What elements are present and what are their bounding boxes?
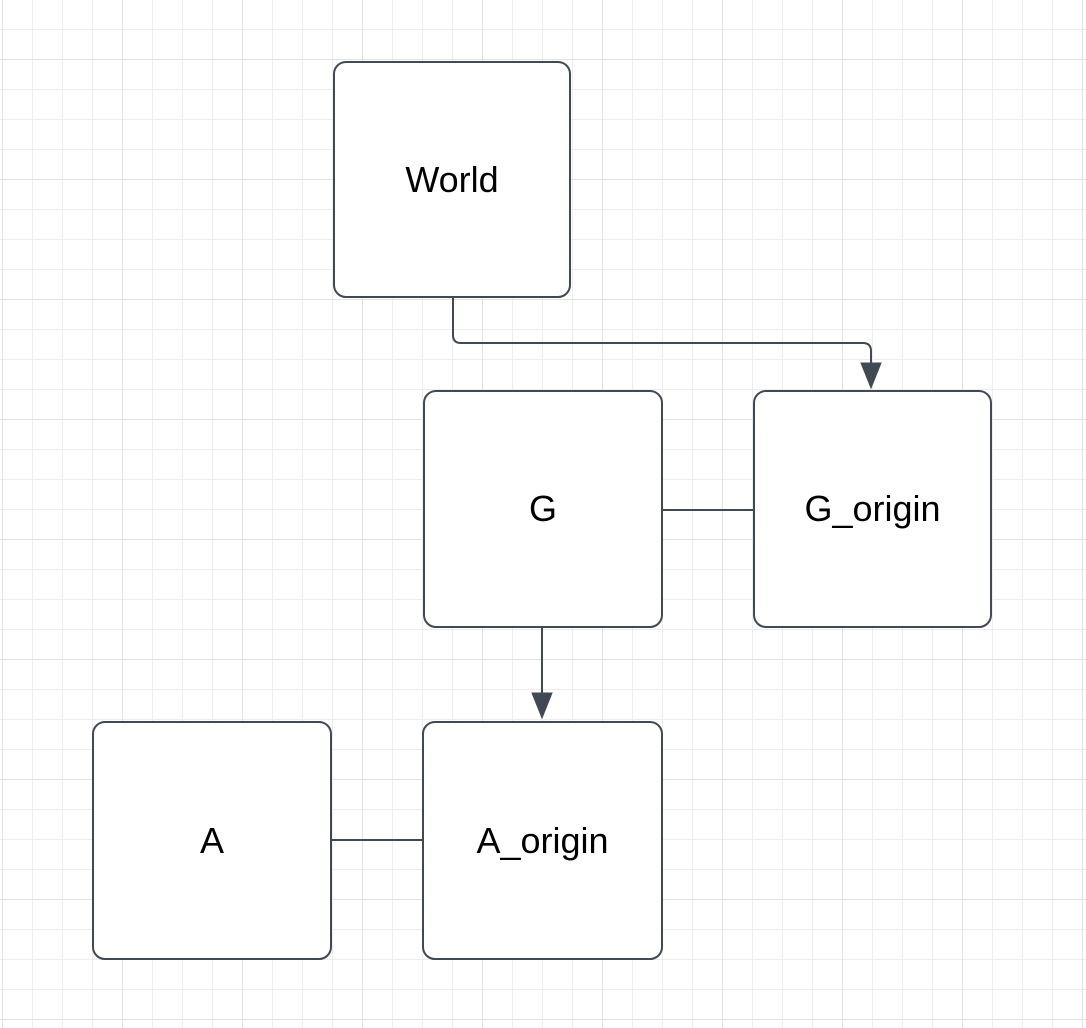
node-world[interactable]: World <box>333 61 571 298</box>
node-a-origin[interactable]: A_origin <box>422 721 663 960</box>
node-g-origin[interactable]: G_origin <box>753 390 992 628</box>
node-a-origin-label: A_origin <box>476 819 609 861</box>
node-g-origin-label: G_origin <box>804 488 941 530</box>
arrowhead-g-to-a-origin <box>531 692 553 720</box>
node-g[interactable]: G <box>423 390 663 628</box>
node-g-label: G <box>528 488 557 530</box>
arrowhead-world-to-g-origin <box>860 362 882 390</box>
edge-world-to-g-origin[interactable] <box>452 298 882 390</box>
node-a-label: A <box>199 819 224 861</box>
edge-g-to-a-origin[interactable] <box>531 628 553 720</box>
node-world-label: World <box>405 158 499 200</box>
node-a[interactable]: A <box>92 721 332 960</box>
